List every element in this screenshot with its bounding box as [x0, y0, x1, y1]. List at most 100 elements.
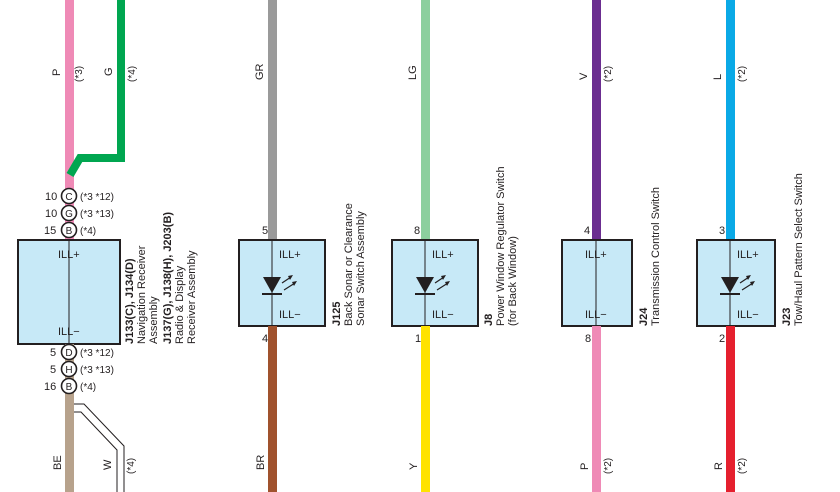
- connector-letter: C: [65, 192, 72, 203]
- wire-w-outline-right: [74, 411, 118, 492]
- pin-note: (*3 *12): [80, 348, 114, 359]
- connector-circle: [60, 343, 78, 361]
- switch-id: J8: [483, 314, 495, 326]
- wire-note-v: (*2): [603, 66, 614, 82]
- top-pin-row-1: 10 C (*3 *12): [45, 187, 114, 205]
- connector-letter: B: [66, 382, 73, 393]
- pin-number: 10: [45, 208, 57, 220]
- wire-label-p-bottom: P: [579, 463, 591, 470]
- wire-note-l: (*2): [737, 66, 748, 82]
- switch-j8: LG 8 ILL+ ILL− 1 Y J8 Power Window Regul…: [391, 0, 519, 492]
- wire-p-top: [65, 0, 74, 188]
- bottom-pin-row-2: 5 H (*3 *13): [50, 360, 114, 378]
- switch-j125: GR 5 ILL+ ILL− 4 BR J125 Back Sonar or C…: [238, 0, 367, 492]
- terminal-ill-minus: ILL−: [737, 309, 759, 321]
- connector-circle: [60, 187, 78, 205]
- led-icon: [262, 275, 297, 295]
- wire-p-bottom: [592, 326, 601, 492]
- component-name-3: Radio & Display: [174, 265, 186, 344]
- bottom-pin-row-3: 16 B (*4): [44, 377, 96, 395]
- connector-circle: [60, 204, 78, 222]
- connector-circle: [60, 377, 78, 395]
- connector-letter: D: [65, 348, 72, 359]
- wire-note-g: (*4): [127, 66, 138, 82]
- terminal-ill-plus: ILL+: [58, 249, 80, 261]
- wire-label-y: Y: [408, 462, 420, 470]
- component-id-1: J133(C), J134(D): [124, 258, 136, 344]
- top-pin-row-2: 10 G (*3 *13): [45, 204, 114, 222]
- wire-lg: [421, 0, 430, 240]
- pin-note: (*4): [80, 226, 96, 237]
- pin-number: 5: [50, 347, 56, 359]
- wire-label-gr: GR: [254, 63, 266, 80]
- pin-number-top: 5: [262, 225, 268, 237]
- wire-label-l: L: [712, 74, 724, 80]
- switch-j23: L (*2) 3 ILL+ ILL− 2 R (*2) J23 Tow/Haul…: [696, 0, 805, 492]
- switch-id: J125: [331, 302, 343, 326]
- wire-label-w: W: [102, 459, 114, 470]
- switch-name-1: Power Window Regulator Switch: [495, 166, 507, 326]
- switch-id: J24: [638, 307, 650, 326]
- pin-number: 15: [44, 225, 56, 237]
- pin-number: 10: [45, 191, 57, 203]
- pin-note: (*4): [80, 382, 96, 393]
- wire-br: [268, 326, 277, 492]
- switch-name-2: (for Back Window): [507, 236, 519, 326]
- switch-j24: V (*2) 4 ILL+ ILL− 8 P (*2) J24 Transmis…: [561, 0, 662, 492]
- switch-name-1: Transmission Control Switch: [650, 187, 662, 326]
- terminal-ill-plus: ILL+: [279, 249, 301, 261]
- switch-name-1: Tow/Haul Pattern Select Switch: [793, 173, 805, 326]
- component-name-1: Navigation Receiver: [136, 245, 148, 344]
- wire-label-lg: LG: [407, 65, 419, 80]
- wire-v: [592, 0, 601, 240]
- wire-label-p: P: [51, 69, 63, 76]
- wire-label-br: BR: [255, 455, 267, 470]
- terminal-ill-plus: ILL+: [737, 249, 759, 261]
- pin-number-top: 8: [414, 225, 420, 237]
- component-id-2: J137(G), J138(H), J203(B): [162, 212, 174, 344]
- wire-note-p-bottom: (*2): [603, 458, 614, 474]
- terminal-ill-minus: ILL−: [58, 326, 80, 338]
- switch-id: J23: [781, 308, 793, 326]
- top-pin-row-3: 15 B (*4): [44, 221, 96, 239]
- wire-label-g: G: [103, 67, 115, 76]
- pin-number-bottom: 1: [415, 333, 421, 345]
- switch-name-1: Back Sonar or Clearance: [343, 203, 355, 326]
- pin-number-top: 4: [584, 225, 590, 237]
- wire-note-w: (*4): [126, 458, 137, 474]
- wire-r: [726, 326, 735, 492]
- connector-letter: G: [65, 209, 73, 220]
- wire-l: [726, 0, 735, 240]
- wire-y: [421, 326, 430, 492]
- pin-note: (*3 *13): [80, 365, 114, 376]
- terminal-ill-plus: ILL+: [585, 249, 607, 261]
- wire-label-r: R: [713, 462, 725, 470]
- switch-box: [561, 239, 633, 327]
- pin-number-top: 3: [719, 225, 725, 237]
- switch-name-2: Sonar Switch Assembly: [355, 211, 367, 326]
- terminal-ill-minus: ILL−: [279, 309, 301, 321]
- connector-circle: [60, 221, 78, 239]
- pin-number-bottom: 8: [585, 333, 591, 345]
- connector-circle: [60, 360, 78, 378]
- component-name-2: Assembly: [148, 296, 160, 344]
- terminal-ill-minus: ILL−: [432, 309, 454, 321]
- pin-note: (*3 *12): [80, 192, 114, 203]
- terminal-ill-plus: ILL+: [432, 249, 454, 261]
- wire-note-p: (*3): [74, 66, 85, 82]
- component-name-4: Receiver Assembly: [186, 250, 198, 344]
- pin-number: 5: [50, 364, 56, 376]
- connector-letter: H: [65, 365, 72, 376]
- pin-number-bottom: 2: [719, 333, 725, 345]
- wire-w-outline-left: [74, 403, 125, 492]
- led-icon: [415, 275, 450, 295]
- wire-label-be: BE: [52, 455, 64, 470]
- terminal-ill-minus: ILL−: [585, 309, 607, 321]
- switch-box: [696, 239, 776, 327]
- navigation-receiver-group: P (*3) G (*4) 10 C (*3 *12) 10 G (*3 *13…: [17, 0, 198, 492]
- led-icon: [720, 275, 755, 295]
- pin-number-bottom: 4: [262, 333, 268, 345]
- wire-note-r: (*2): [737, 458, 748, 474]
- bottom-pin-row-1: 5 D (*3 *12): [50, 343, 114, 361]
